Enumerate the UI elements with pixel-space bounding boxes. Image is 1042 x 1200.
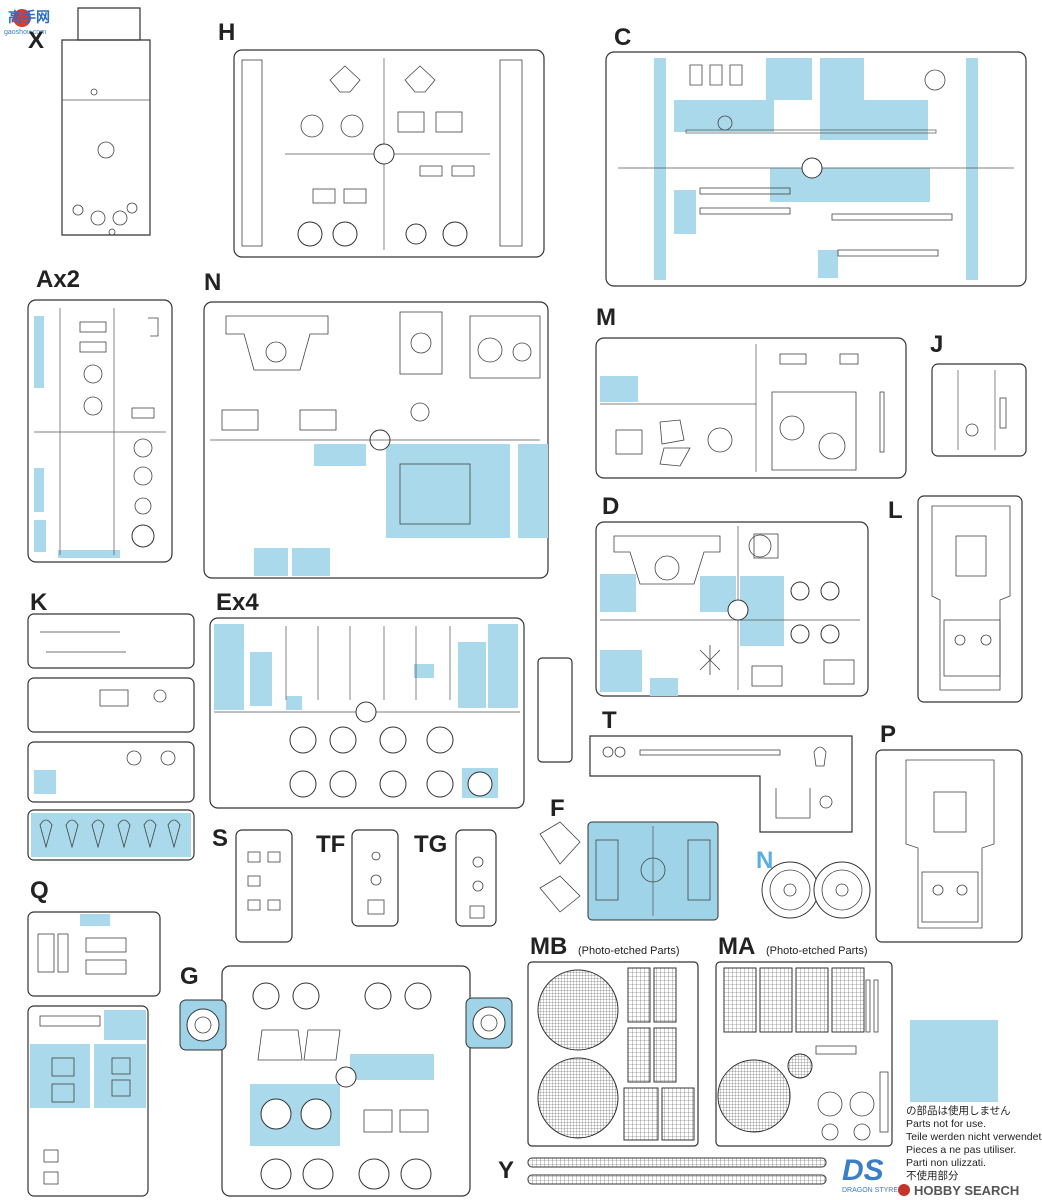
- sprue-k: K: [27, 589, 195, 861]
- sprue-t: T: [589, 707, 853, 833]
- sprue-ex4: Ex4: [209, 589, 573, 809]
- sprue-label-p: P: [880, 721, 896, 748]
- sprue-label-tg: TG: [414, 831, 447, 858]
- mb-subtitle: (Photo-etched Parts): [578, 945, 680, 957]
- ds-brand-logo: DS DRAGON STYRENE: [842, 1154, 908, 1194]
- sprue-label-t: T: [602, 707, 617, 734]
- ds-logo-text: DS: [842, 1154, 884, 1187]
- sprue-tg: TG: [414, 829, 497, 927]
- legend-line-ja: の部品は使用しません: [906, 1104, 1011, 1117]
- sprue-label-y: Y: [498, 1157, 514, 1184]
- legend-line-de: Teile werden nicht verwendet.: [906, 1131, 1042, 1143]
- sprue-label-l: L: [888, 497, 903, 524]
- sprue-d: D: [595, 493, 869, 697]
- sprue-label-tf: TF: [316, 831, 345, 858]
- hobby-search-watermark: HOBBY SEARCH: [898, 1183, 1019, 1198]
- site-url: gaoshou.com: [4, 29, 46, 36]
- sprue-label-q: Q: [30, 877, 49, 904]
- sprue-h: H: [218, 19, 545, 258]
- site-logo-text: 高手网: [8, 9, 50, 25]
- sprue-label-ex4: Ex4: [216, 589, 259, 616]
- unused-parts-swatch: [910, 1020, 998, 1102]
- fret-ma: MA (Photo-etched Parts): [715, 933, 893, 1147]
- sprue-label-c: C: [614, 24, 631, 51]
- sprue-label-f: F: [550, 795, 565, 822]
- ds-logo-tagline: DRAGON STYRENE: [842, 1187, 908, 1194]
- ma-subtitle: (Photo-etched Parts): [766, 945, 868, 957]
- sprue-label-k: K: [30, 589, 48, 616]
- sprue-label-j: J: [930, 331, 943, 358]
- unused-parts-legend: の部品は使用しません Parts not for use. Teile werd…: [906, 1020, 1042, 1182]
- legend-line-zh: 不使用部分: [906, 1169, 959, 1182]
- sprue-label-s: S: [212, 825, 228, 852]
- sprue-label-x: X: [28, 27, 44, 54]
- legend-line-en: Parts not for use.: [906, 1118, 986, 1130]
- sprue-q: Q: [27, 877, 161, 1197]
- sprue-f: F: [539, 795, 719, 921]
- sprue-label-m: M: [596, 304, 616, 331]
- part-y-tracks: Y: [498, 1157, 827, 1185]
- sprue-j: J: [930, 331, 1027, 457]
- site-logo-icon: [13, 9, 31, 27]
- fret-mb: MB (Photo-etched Parts): [527, 933, 699, 1147]
- sprue-label-ma: MA: [718, 933, 755, 960]
- sprue-tf: TF: [316, 829, 399, 927]
- sprue-label-ax2: Ax2: [36, 266, 80, 293]
- sprue-ax2: Ax2: [27, 266, 173, 563]
- legend-line-fr: Pieces a ne pas utiliser.: [906, 1144, 1016, 1156]
- sprue-g: G: [179, 963, 513, 1197]
- sprue-m: M: [595, 304, 907, 479]
- sprue-c: C: [605, 24, 1027, 287]
- hobby-search-text: HOBBY SEARCH: [914, 1183, 1019, 1198]
- legend-line-it: Parti non ulizzati.: [906, 1157, 986, 1169]
- part-p-hull: P: [875, 721, 1023, 943]
- sprue-label-g: G: [180, 963, 199, 990]
- sprue-n: N: [203, 269, 549, 579]
- part-n-wheels: N: [756, 847, 871, 919]
- sprue-label-mb: MB: [530, 933, 567, 960]
- sprue-label-n: N: [204, 269, 221, 296]
- part-x-hull: X: [28, 7, 151, 236]
- sprue-label-n-loose: N: [756, 847, 773, 874]
- sprue-label-h: H: [218, 19, 235, 46]
- sprue-label-d: D: [602, 493, 619, 520]
- sprue-s: S: [212, 825, 293, 943]
- hobby-search-icon: [898, 1184, 910, 1196]
- site-logo: 高手网 gaoshou.com: [4, 9, 50, 36]
- part-l-hull: L: [888, 495, 1023, 703]
